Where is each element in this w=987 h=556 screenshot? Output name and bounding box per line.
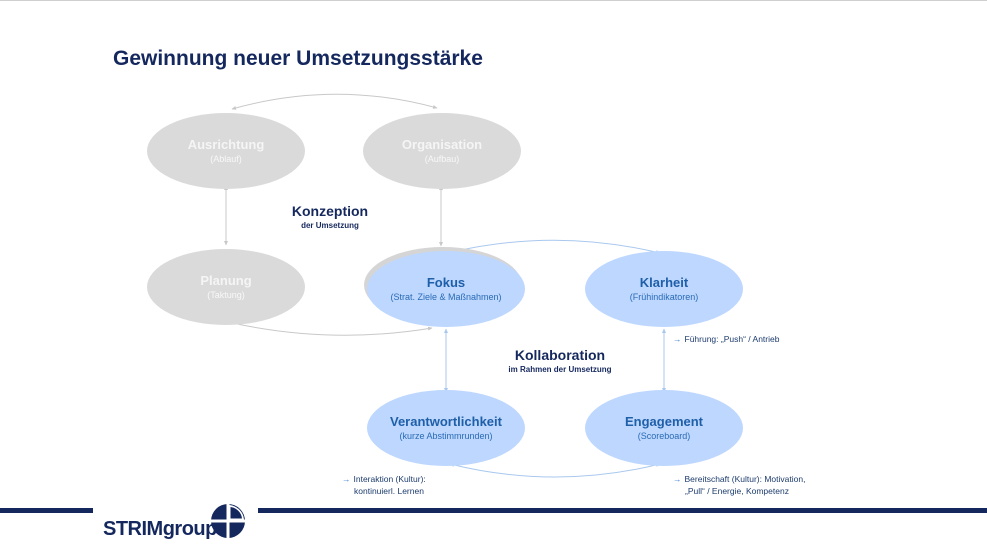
logo-strim: STRIM xyxy=(103,518,163,540)
node-planung: Planung (Taktung) xyxy=(147,249,305,325)
arrow-right-icon: → xyxy=(673,334,682,344)
logo-quadrant-icon xyxy=(210,503,246,539)
logo-wordmark: STRIMgroup xyxy=(103,518,217,541)
note-bereitschaft-line1: Bereitschaft (Kultur): Motivation, xyxy=(684,474,806,484)
node-fokus: Fokus (Strat. Ziele & Maßnahmen) xyxy=(367,251,525,327)
footer-bar-right xyxy=(258,508,987,513)
node-klarheit-label: Klarheit xyxy=(639,274,689,290)
node-engagement: Engagement (Scoreboard) xyxy=(585,390,743,466)
node-engagement-sub: (Scoreboard) xyxy=(637,430,691,441)
note-interaktion: →Interaktion (Kultur): kontinuierl. Lern… xyxy=(342,473,426,497)
kollaboration-title: Kollaboration xyxy=(514,347,606,363)
node-ausrichtung: Ausrichtung (Ablauf) xyxy=(147,113,305,189)
node-organisation-sub: (Aufbau) xyxy=(424,153,460,164)
node-planung-sub: (Taktung) xyxy=(207,289,245,300)
node-verantwortlichkeit-sub: (kurze Abstimmrunden) xyxy=(399,430,493,441)
konzeption-title: Konzeption xyxy=(291,203,369,219)
node-fokus-label: Fokus xyxy=(426,274,466,290)
node-engagement-label: Engagement xyxy=(624,413,703,429)
arrow-ausrichtung-organisation xyxy=(231,93,438,110)
arrow-fokus-klarheit xyxy=(451,239,661,255)
arrow-right-icon: → xyxy=(673,474,682,484)
page-title: Gewinnung neuer Umsetzungsstärke xyxy=(113,47,483,70)
node-verantwortlichkeit: Verantwortlichkeit (kurze Abstimmrunden) xyxy=(367,390,525,466)
note-bereitschaft: →Bereitschaft (Kultur): Motivation, „Pul… xyxy=(673,473,805,497)
node-klarheit: Klarheit (Frühindikatoren) xyxy=(585,251,743,327)
note-interaktion-line1: Interaktion (Kultur): xyxy=(353,474,426,484)
arrow-right-icon: → xyxy=(342,474,351,484)
node-organisation-label: Organisation xyxy=(401,136,483,152)
node-klarheit-sub: (Frühindikatoren) xyxy=(629,291,699,302)
node-ausrichtung-label: Ausrichtung xyxy=(187,136,265,152)
node-verantwortlichkeit-label: Verantwortlichkeit xyxy=(390,413,502,429)
konzeption-subtitle: der Umsetzung xyxy=(301,221,359,230)
arrow-planung-fokus xyxy=(227,320,433,336)
note-fuehrung: →Führung: „Push“ / Antrieb xyxy=(673,333,779,345)
konzeption-label: Konzeption der Umsetzung xyxy=(270,203,390,232)
note-fuehrung-text: Führung: „Push“ / Antrieb xyxy=(684,334,780,344)
arrow-verantwortlichkeit-engagement xyxy=(449,463,661,478)
logo-group: group xyxy=(162,518,218,540)
footer-bar-left xyxy=(0,508,93,513)
node-organisation: Organisation (Aufbau) xyxy=(363,113,521,189)
kollaboration-subtitle: im Rahmen der Umsetzung xyxy=(508,365,612,374)
node-fokus-sub: (Strat. Ziele & Maßnahmen) xyxy=(390,291,502,302)
kollaboration-label: Kollaboration im Rahmen der Umsetzung xyxy=(480,347,640,376)
node-ausrichtung-sub: (Ablauf) xyxy=(210,153,242,164)
note-interaktion-line2: kontinuierl. Lernen xyxy=(354,486,424,496)
node-planung-label: Planung xyxy=(200,272,252,288)
top-rule xyxy=(0,0,987,1)
strimgroup-logo: STRIMgroup xyxy=(103,503,253,547)
note-bereitschaft-line2: „Pull“ / Energie, Kompetenz xyxy=(685,486,789,496)
